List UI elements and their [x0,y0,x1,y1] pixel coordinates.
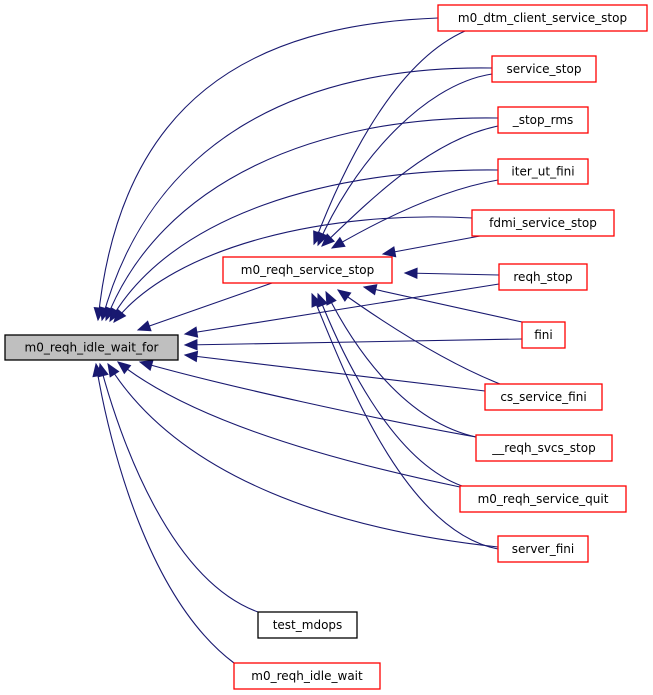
arrowhead-icon [183,326,199,338]
node-box[interactable] [498,263,588,291]
node-fdmi-service-stop[interactable]: fdmi_service_stop [471,209,615,237]
edge-service_quit-to-idle_wait_for [117,361,461,488]
edge-fdmi_service_stop-to-service_stop_main [382,235,481,255]
node-label: m0_reqh_service_stop [241,263,375,277]
node-box[interactable] [257,611,358,639]
node-service-quit[interactable]: m0_reqh_service_quit [459,485,627,513]
node-iter-ut-fini[interactable]: iter_ut_fini [497,158,589,185]
edge-service_stop-to-service_stop_main [317,73,493,246]
edge-service_quit-to-service_stop_main [317,293,463,487]
edge-reqh_svcs_stop-to-service_stop_main [325,291,477,438]
arrowhead-icon [381,246,397,258]
node-box[interactable] [497,106,589,134]
node-label: m0_reqh_idle_wait [251,669,363,683]
edge-test_mdops-to-idle_wait_for [99,363,259,613]
node-label: m0_reqh_service_quit [478,492,609,506]
node-label: iter_ut_fini [511,165,574,179]
edge-stop_rms-to-idle_wait_for [105,117,499,321]
arrowhead-icon [116,361,132,375]
node-label: service_stop [507,62,582,76]
node-box[interactable] [233,662,381,690]
arrowhead-icon [183,339,198,351]
edge-reqh_svcs_stop-to-idle_wait_for [139,361,477,438]
edge-fini-to-idle_wait_for [184,338,523,346]
node-box[interactable] [475,434,613,462]
arrowhead-icon [330,236,346,249]
edge-service_stop_main-to-idle_wait_for [137,282,273,331]
node-label: _stop_rms [512,113,574,127]
arrowhead-icon [325,290,337,306]
arrowhead-icon [113,308,127,324]
node-box[interactable] [491,55,597,83]
arrowhead-icon [336,289,352,302]
edge-dtm_client_service_stop-to-idle_wait_for [97,17,439,321]
nodes-layer: m0_reqh_idle_wait_for m0_reqh_service_sto… [4,4,648,690]
arrowhead-icon [92,362,104,378]
node-box[interactable] [4,334,179,361]
edge-stop_rms-to-service_stop_main [321,125,499,247]
node-dtm-client-service-stop[interactable]: m0_dtm_client_service_stop [437,4,648,32]
arrowhead-icon [138,359,154,371]
edge-iter_ut_fini-to-idle_wait_for [109,169,499,322]
node-label: m0_dtm_client_service_stop [458,11,627,25]
edge-service_stop-to-idle_wait_for [101,67,493,321]
edge-dtm_client_service_stop-to-service_stop_main [313,30,466,245]
node-box[interactable] [497,158,589,185]
node-label: reqh_stop [513,270,572,284]
arrowhead-icon [136,320,152,332]
node-reqh-svcs-stop[interactable]: __reqh_svcs_stop [475,434,613,462]
node-box[interactable] [437,4,648,32]
edge-iter_ut_fini-to-service_stop_main [331,179,499,249]
arrowhead-icon [317,231,329,247]
edge-idle_wait-to-idle_wait_for [95,363,235,664]
node-reqh-stop[interactable]: reqh_stop [498,263,588,291]
edge-cs_service_fini-to-service_stop_main [337,289,501,385]
node-server-fini[interactable]: server_fini [497,535,589,563]
node-label: fini [534,328,553,342]
arrowhead-icon [321,233,336,247]
node-box[interactable] [497,535,589,563]
node-box[interactable] [484,383,603,411]
edge-cs_service_fini-to-idle_wait_for [184,354,486,392]
arrowhead-icon [403,267,418,280]
node-test-mdops[interactable]: test_mdops [257,611,358,639]
node-box[interactable] [459,485,627,513]
edge-reqh_stop-to-service_stop_main [404,272,500,276]
node-label: fdmi_service_stop [489,216,597,230]
edges-layer [92,17,523,664]
node-box[interactable] [521,321,566,349]
edge-server_fini-to-idle_wait_for [107,363,499,548]
arrowhead-icon [311,292,323,308]
edge-fdmi_service_stop-to-idle_wait_for [113,216,473,323]
node-fini[interactable]: fini [521,321,566,349]
edge-reqh_stop-to-idle_wait_for [184,283,500,335]
node-stop-rms[interactable]: _stop_rms [497,106,589,134]
edge-fini-to-service_stop_main [363,286,523,323]
node-label: m0_reqh_idle_wait_for [25,341,159,355]
arrowhead-icon [107,362,120,378]
node-service-stop[interactable]: service_stop [491,55,597,83]
node-label: cs_service_fini [500,390,586,404]
node-service-stop-main[interactable]: m0_reqh_service_stop [222,256,393,284]
node-cs-service-fini[interactable]: cs_service_fini [484,383,603,411]
node-box[interactable] [471,209,615,237]
node-idle-wait-for[interactable]: m0_reqh_idle_wait_for [4,334,179,361]
arrowhead-icon [183,350,199,363]
node-box[interactable] [222,256,393,284]
node-label: test_mdops [273,618,343,632]
arrowhead-icon [362,284,378,296]
node-idle-wait[interactable]: m0_reqh_idle_wait [233,662,381,690]
node-label: __reqh_svcs_stop [491,441,595,455]
edge-server_fini-to-service_stop_main [311,293,499,550]
node-label: server_fini [512,542,574,556]
